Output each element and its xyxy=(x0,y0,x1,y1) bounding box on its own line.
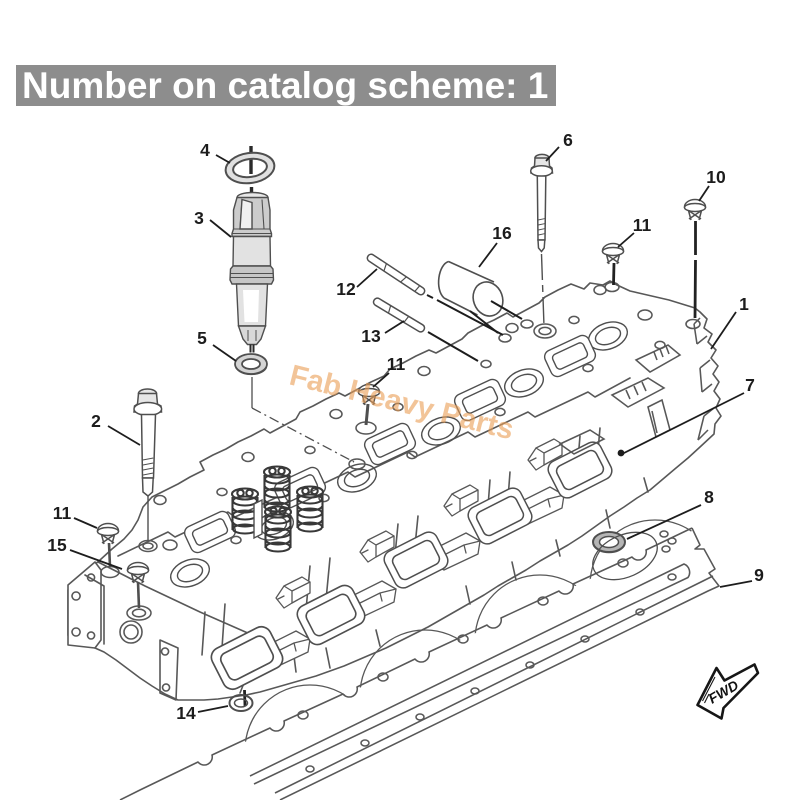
svg-text:16: 16 xyxy=(492,223,512,243)
svg-text:11: 11 xyxy=(387,354,406,374)
svg-text:11: 11 xyxy=(53,503,72,523)
svg-text:11: 11 xyxy=(633,215,652,235)
svg-text:9: 9 xyxy=(754,565,764,585)
svg-text:6: 6 xyxy=(563,130,573,150)
svg-text:2: 2 xyxy=(91,411,101,431)
svg-text:8: 8 xyxy=(704,487,714,507)
svg-text:3: 3 xyxy=(194,208,204,228)
svg-text:7: 7 xyxy=(745,375,755,395)
svg-text:10: 10 xyxy=(706,167,726,187)
svg-text:4: 4 xyxy=(200,140,210,160)
svg-text:1: 1 xyxy=(739,294,749,314)
svg-text:Number on catalog scheme: 1: Number on catalog scheme: 1 xyxy=(22,65,548,106)
svg-text:13: 13 xyxy=(361,326,381,346)
svg-text:14: 14 xyxy=(176,703,196,723)
svg-text:5: 5 xyxy=(197,328,207,348)
svg-text:12: 12 xyxy=(336,279,356,299)
svg-text:15: 15 xyxy=(47,535,67,555)
